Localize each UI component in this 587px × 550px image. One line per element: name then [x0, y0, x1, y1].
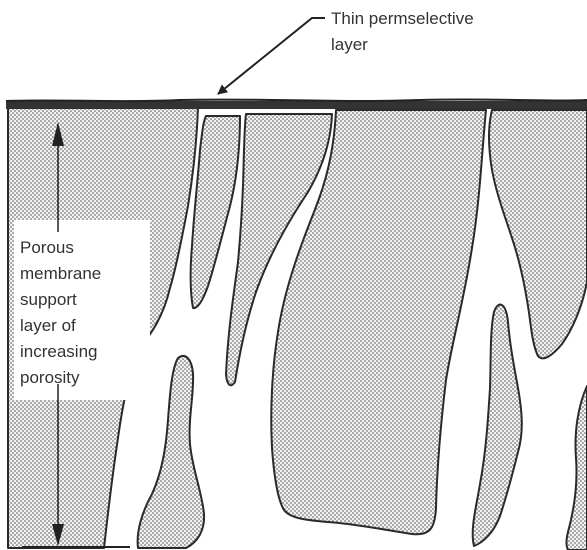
support-region-finger-1	[191, 116, 240, 308]
callout-line-2: layer	[331, 35, 368, 54]
side-label-line-4: layer of	[20, 316, 76, 335]
side-label-line-5: increasing	[20, 342, 98, 361]
side-label-line-6: porosity	[20, 368, 80, 387]
callout-leader	[218, 18, 325, 94]
callout-line-1: Thin permselective	[331, 9, 474, 28]
permselective-layer	[6, 101, 587, 109]
side-label-line-3: support	[20, 290, 77, 309]
side-label-line-1: Porous	[20, 238, 74, 257]
side-label-line-2: membrane	[20, 264, 101, 283]
support-region-lower-right	[473, 305, 522, 546]
callout-label: Thin permselective layer	[331, 9, 478, 54]
support-region-far-right	[567, 386, 587, 550]
